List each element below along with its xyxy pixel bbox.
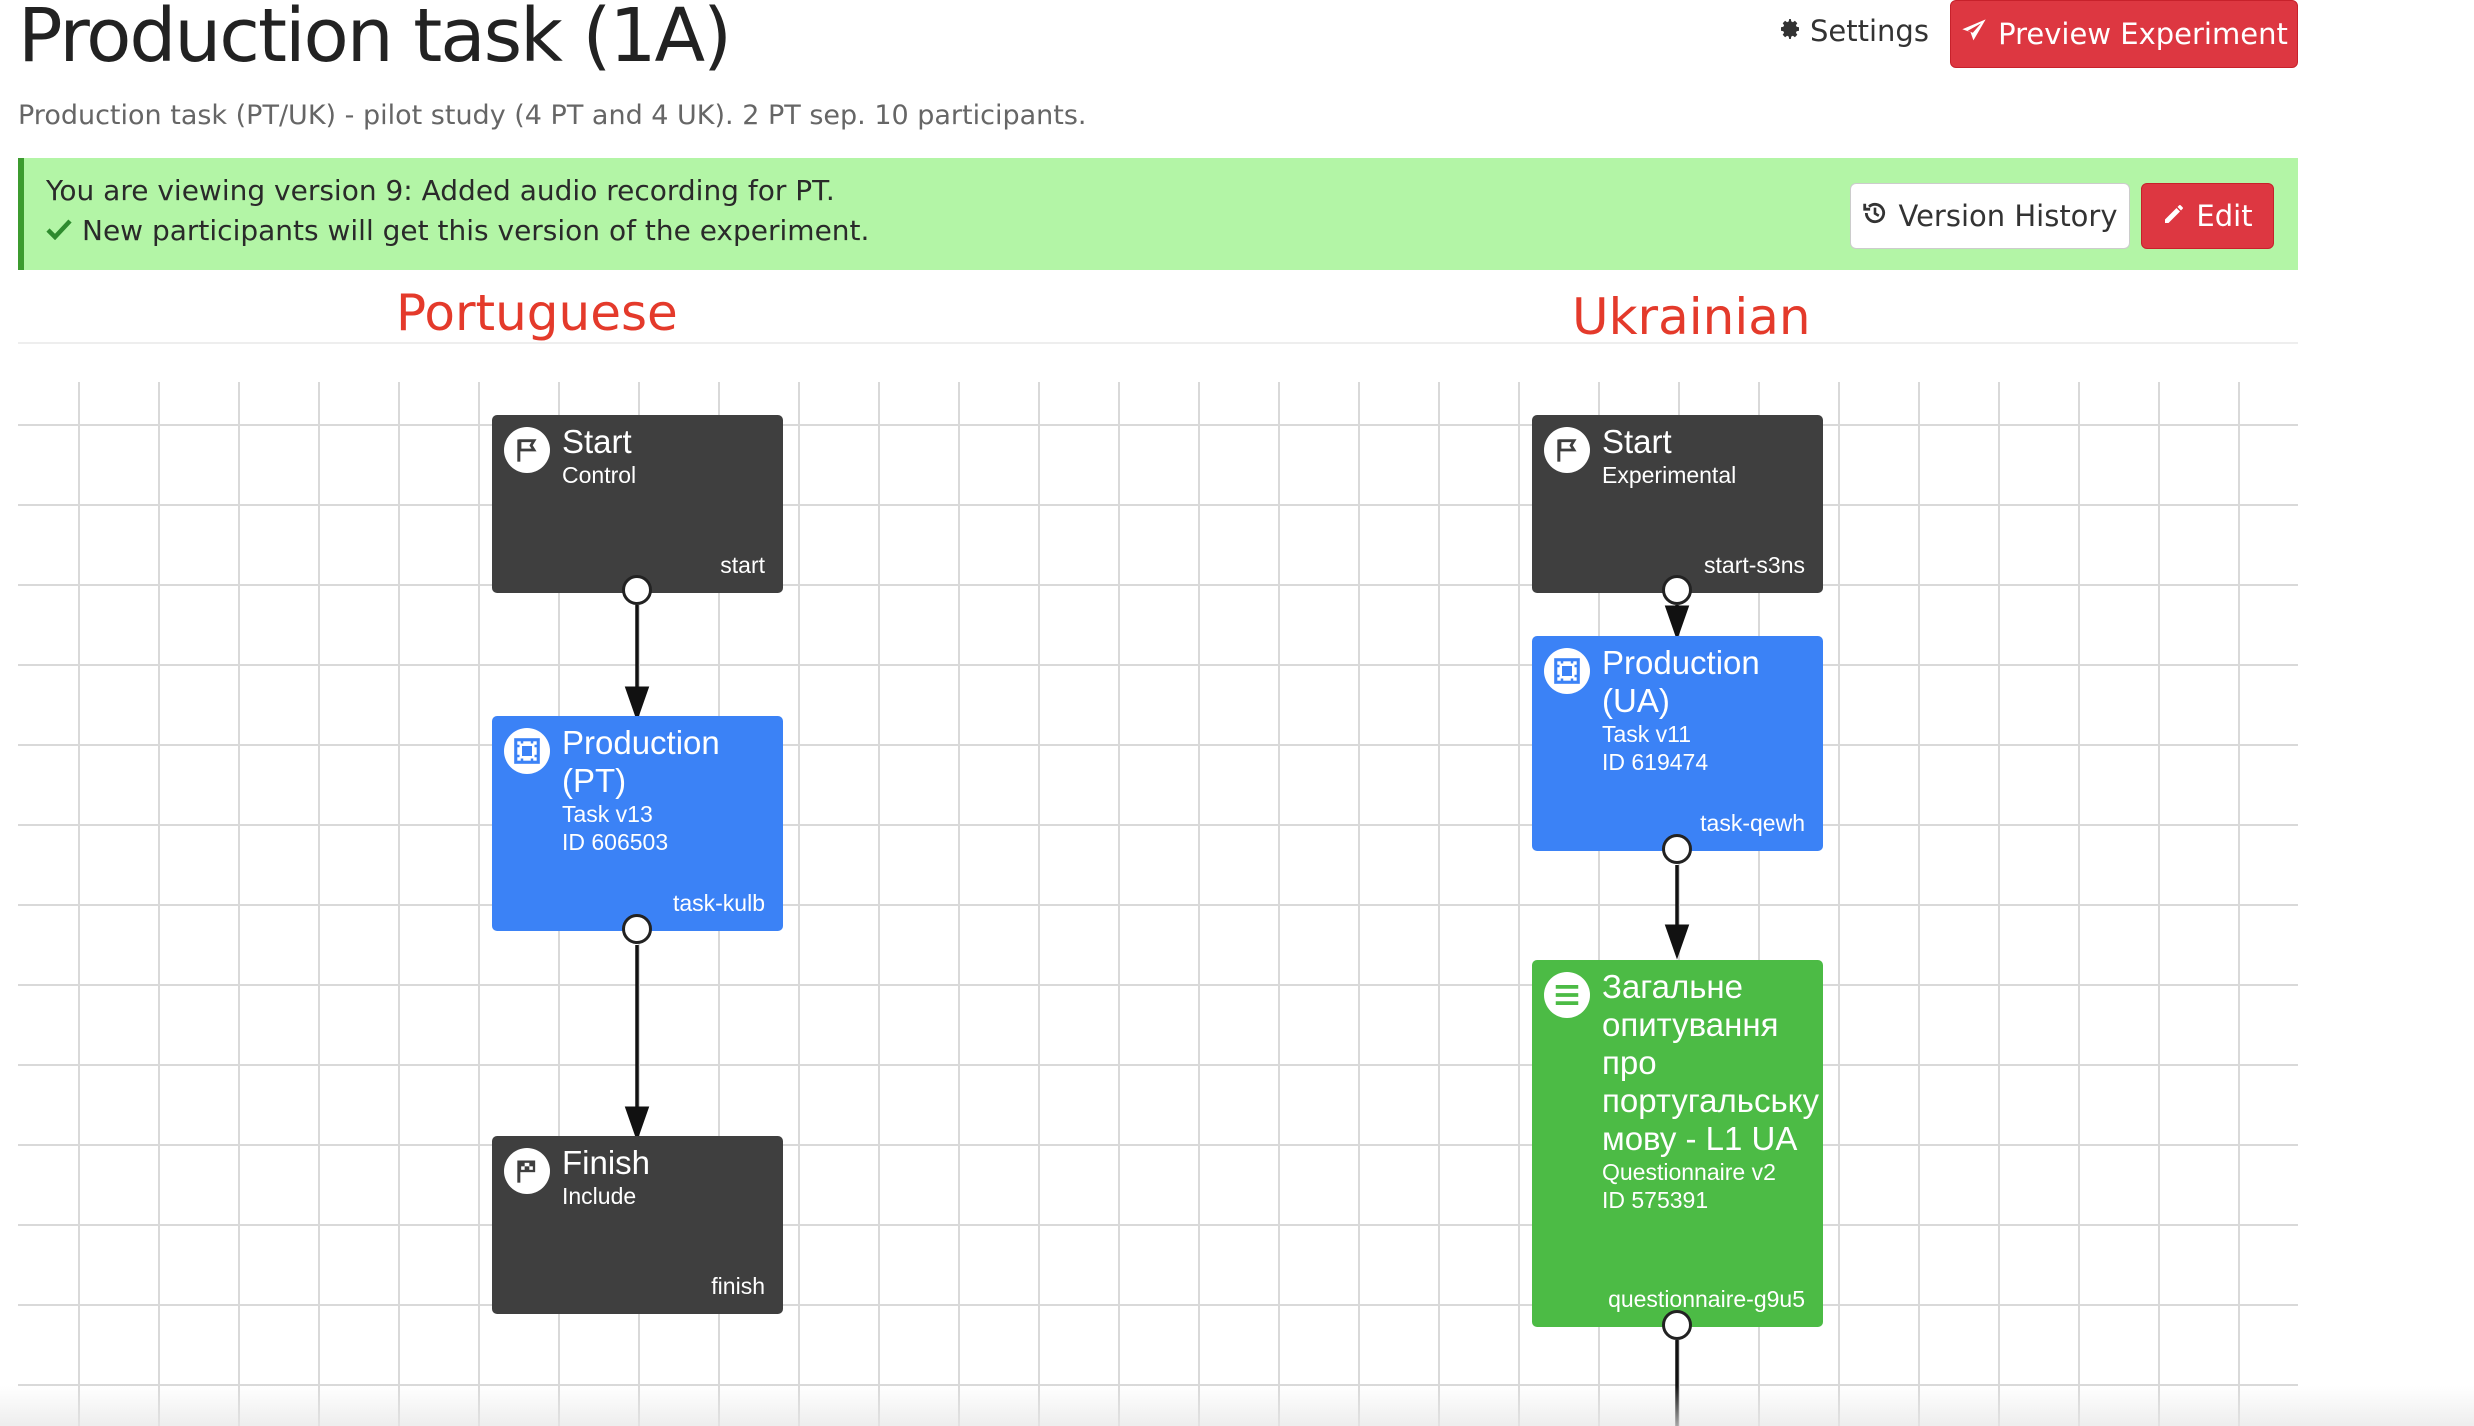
pencil-icon [2162, 199, 2186, 233]
node-questionnaire-id: questionnaire-g9u5 [1608, 1286, 1805, 1312]
checkmark-icon [46, 214, 72, 247]
output-port[interactable] [622, 575, 652, 605]
paper-plane-icon [1960, 17, 1988, 52]
node-production-ua[interactable]: Production (UA) Task v11 ID 619474 task-… [1532, 636, 1823, 851]
version-status-text: New participants will get this version o… [82, 214, 870, 247]
experiment-canvas[interactable] [18, 382, 2298, 1426]
edit-label: Edit [2196, 199, 2253, 233]
node-start-experimental-id: start-s3ns [1704, 552, 1805, 578]
checkered-flag-icon [504, 1148, 550, 1194]
node-start-control[interactable]: Start Control start [492, 415, 783, 593]
task-icon [1544, 648, 1590, 694]
flag-icon [504, 427, 550, 473]
node-questionnaire-title: Загальне опитування про португальську мо… [1602, 968, 1819, 1213]
annotation-ukrainian: Ukrainian [1572, 288, 1811, 346]
annotation-portuguese: Portuguese [396, 284, 678, 342]
task-icon [504, 728, 550, 774]
edit-button[interactable]: Edit [2141, 183, 2274, 249]
output-port[interactable] [622, 914, 652, 944]
version-text: You are viewing version 9: Added audio r… [46, 174, 835, 207]
node-finish-include[interactable]: Finish Include finish [492, 1136, 783, 1314]
node-production-pt-id: task-kulb [672, 890, 765, 916]
node-finish-include-id: finish [711, 1273, 765, 1299]
output-port[interactable] [1662, 1310, 1692, 1340]
settings-label: Settings [1810, 14, 1929, 48]
node-production-pt-title: Production (PT) Task v13 ID 606503 [562, 724, 720, 855]
node-finish-include-title: Finish Include [562, 1144, 651, 1209]
divider [18, 342, 2298, 344]
version-history-label: Version History [1898, 199, 2118, 233]
settings-button[interactable]: Settings [1778, 14, 1929, 48]
version-status: New participants will get this version o… [46, 214, 869, 247]
history-icon [1862, 199, 1888, 233]
output-port[interactable] [1662, 575, 1692, 605]
node-start-control-title: Start Control [562, 423, 637, 488]
node-production-ua-id: task-qewh [1700, 810, 1805, 836]
version-history-button[interactable]: Version History [1850, 183, 2130, 249]
list-icon [1544, 972, 1590, 1018]
gear-icon [1778, 14, 1802, 48]
scroll-shadow [0, 1386, 2474, 1426]
preview-experiment-label: Preview Experiment [1998, 17, 2288, 51]
experiment-description: Production task (PT/UK) - pilot study (4… [18, 100, 1087, 131]
preview-experiment-button[interactable]: Preview Experiment [1950, 0, 2298, 68]
node-production-pt[interactable]: Production (PT) Task v13 ID 606503 task-… [492, 716, 783, 931]
page-title: Production task (1A) [18, 0, 732, 79]
node-start-experimental[interactable]: Start Experimental start-s3ns [1532, 415, 1823, 593]
output-port[interactable] [1662, 834, 1692, 864]
flag-icon [1544, 427, 1590, 473]
node-start-experimental-title: Start Experimental [1602, 423, 1737, 488]
node-start-control-id: start [720, 552, 765, 578]
node-questionnaire[interactable]: Загальне опитування про португальську мо… [1532, 960, 1823, 1327]
node-production-ua-title: Production (UA) Task v11 ID 619474 [1602, 644, 1760, 775]
